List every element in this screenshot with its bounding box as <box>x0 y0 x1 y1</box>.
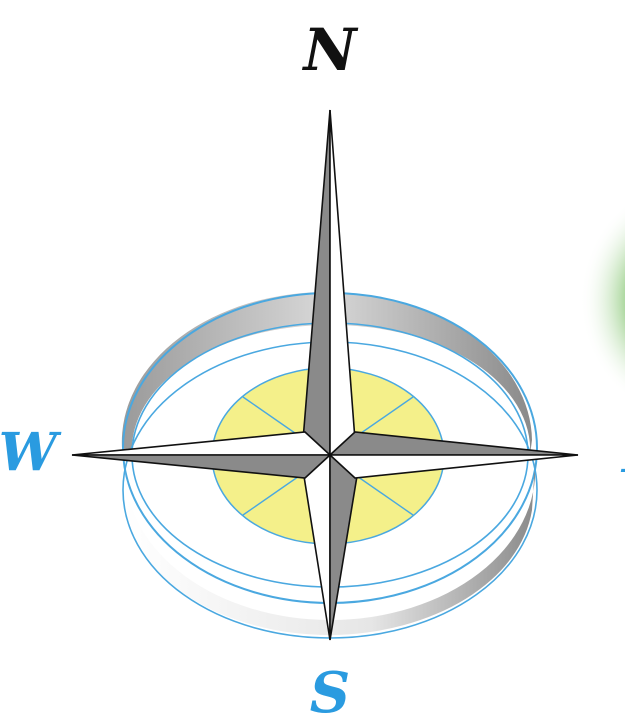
star-north-point-light <box>329 109 356 457</box>
star-south-point-dark <box>329 453 359 641</box>
compass-star <box>71 109 579 641</box>
west-label: W <box>0 422 62 483</box>
south-label: S <box>310 660 350 725</box>
star-south-point-light <box>302 453 331 641</box>
east-label: E <box>620 424 625 485</box>
star-east-point-dark <box>327 431 579 456</box>
north-label: N <box>301 16 358 84</box>
star-west-point-dark <box>71 454 333 479</box>
ring-back-band <box>121 291 532 455</box>
star-north-point-dark <box>302 109 331 457</box>
green-blob-decoration <box>580 203 625 397</box>
star-east-point-light <box>327 454 579 479</box>
star-west-point-light <box>71 431 333 456</box>
